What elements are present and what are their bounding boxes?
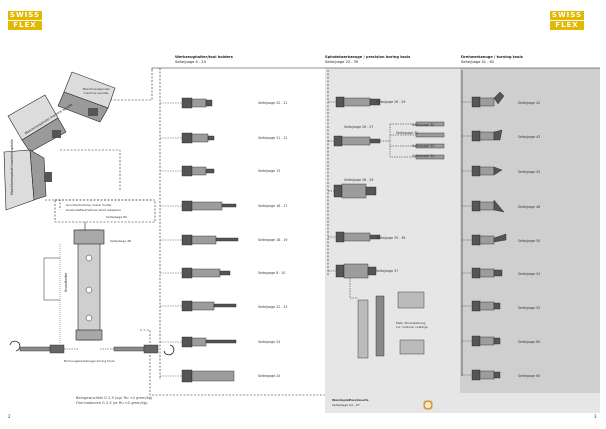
connector-lines bbox=[45, 67, 600, 396]
turning-ref-5: Seite/page 50 bbox=[518, 239, 541, 243]
logo-line-1: SWISS bbox=[550, 11, 584, 20]
balance-note-1: Beingewuchtet G 2,5 (vgl. Ru <2 gmm/kg) bbox=[76, 396, 153, 400]
spindle-row-4 bbox=[335, 231, 381, 243]
adapter-label: Kurzschaftaufnahme/ short adapters bbox=[66, 208, 121, 212]
turning-row-6 bbox=[462, 267, 503, 279]
ref-a-label: Seite/page 60 bbox=[106, 215, 127, 219]
spindle-row-1 bbox=[335, 96, 381, 108]
header-turning-ref: Seite/page 41 - 62 bbox=[461, 60, 495, 64]
brand-logo-left: SWISS FLEX bbox=[8, 11, 42, 30]
inserts-ref: Seite/page 64 - 67 bbox=[332, 403, 360, 407]
spindle-ref-5: Seite/page 33 bbox=[412, 144, 435, 148]
holder-ref-7: Seite/page 22 - 23 bbox=[258, 305, 288, 309]
turning-ref-7: Seite/page 55 bbox=[518, 306, 541, 310]
turning-ref-4: Seite/page 46 bbox=[518, 205, 541, 209]
holder-row-4 bbox=[160, 200, 237, 212]
turning-ref-8: Seite/page 60 bbox=[518, 340, 541, 344]
holder-ref-5: Seite/page 18 - 19 bbox=[258, 238, 288, 242]
holder-row-3 bbox=[160, 165, 215, 177]
insert-ring-icon bbox=[423, 400, 433, 410]
turning-row-9 bbox=[462, 369, 501, 381]
spindle-row-2 bbox=[333, 135, 381, 147]
holder-ref-6: Seite/page 8 - 10 bbox=[258, 271, 286, 275]
balance-note-2: Fine balanced G 2,5 (or Ru <2 gmm/kg) bbox=[76, 401, 148, 405]
machine-label-top: Maschinenspindel machine spindle bbox=[82, 87, 110, 95]
insert-strip bbox=[325, 393, 600, 413]
spindle-row-5 bbox=[335, 263, 377, 279]
spindle-ref-4: Seite/page 30 bbox=[412, 123, 435, 127]
shank-label: Grundhalter bbox=[64, 272, 68, 292]
header-turning-title: Drehwerkzeuge / turning tools bbox=[461, 55, 523, 59]
holder-row-8 bbox=[160, 336, 237, 348]
spindle-ref-1: Seite/page 26 - 29 bbox=[376, 100, 406, 104]
page-number-right: 3 bbox=[594, 414, 597, 419]
basic-holder-label: Grundaufnahme / basic holder bbox=[66, 203, 112, 207]
turning-row-8 bbox=[462, 335, 501, 347]
spindle-ref-9: Seite/page 37 bbox=[376, 269, 399, 273]
turning-row-1 bbox=[462, 91, 505, 108]
spindle-ref-2: Seite/page 26 - 27 bbox=[344, 125, 374, 129]
ref-b-label: Seite/page 48 bbox=[110, 239, 131, 243]
holder-ref-1: Seite/page 20 - 21 bbox=[258, 101, 288, 105]
page-number-left: 2 bbox=[8, 414, 11, 419]
holder-ref-3: Seite/page 13 bbox=[258, 169, 281, 173]
inserts-title: Wendeplatten/inserts bbox=[332, 398, 369, 402]
holder-row-7 bbox=[160, 300, 237, 312]
spindle-tools bbox=[333, 96, 445, 359]
turning-row-3 bbox=[462, 165, 503, 177]
holder-ref-9: Seite/page 24 bbox=[258, 374, 281, 378]
spindle-row-3 bbox=[333, 183, 377, 199]
holder-row-6 bbox=[160, 267, 231, 279]
holder-row-5 bbox=[160, 234, 239, 246]
turning-tools bbox=[462, 91, 507, 381]
header-spindles-ref: Seite/page 25 - 39 bbox=[325, 60, 359, 64]
insert-ring-frame bbox=[423, 400, 433, 410]
logo-line-1: SWISS bbox=[8, 11, 42, 20]
turning-row-7 bbox=[462, 300, 501, 312]
central-shank-body bbox=[43, 229, 105, 344]
spindle-ref-8: Seite/page 35 - 36 bbox=[376, 236, 406, 240]
holder-ref-2: Seite/page 11 - 12 bbox=[258, 136, 288, 140]
holder-ref-8: Seite/page 24 bbox=[258, 340, 281, 344]
logo-line-2: FLEX bbox=[550, 20, 584, 30]
machine-spindle-mid bbox=[7, 94, 67, 153]
holder-row-9 bbox=[160, 369, 235, 383]
machine-spindle-left bbox=[3, 149, 52, 211]
header-turning: Drehwerkzeuge / turning tools Seite/page… bbox=[461, 55, 523, 65]
side-boring-tools bbox=[9, 340, 175, 356]
turning-ref-9: Seite/page 60 bbox=[518, 374, 541, 378]
spindle-ref-6: Seite/page 34 bbox=[412, 154, 435, 158]
turning-row-4 bbox=[462, 199, 505, 213]
logo-line-2: FLEX bbox=[8, 20, 42, 30]
header-tool-holders: Werkzeughalter/tool holders Seite/page 4… bbox=[175, 55, 233, 65]
holder-row-2 bbox=[160, 132, 215, 144]
brand-logo-right: SWISS FLEX bbox=[550, 11, 584, 30]
machine-spindle-top bbox=[57, 71, 116, 123]
turning-ref-3: Seite/page 45 bbox=[518, 170, 541, 174]
header-tool-holders-ref: Seite/page 4 - 24 bbox=[175, 60, 206, 64]
header-spindles: Spindelwerkzeuge / precision boring tool… bbox=[325, 55, 410, 65]
spindle-boring-assembly bbox=[357, 291, 425, 359]
turning-ref-1: Seite/page 42 bbox=[518, 101, 541, 105]
modular-sub: zur modular coatings bbox=[396, 325, 428, 329]
spindle-links bbox=[328, 101, 416, 299]
turning-row-2 bbox=[462, 129, 503, 142]
header-spindles-title: Spindelwerkzeuge / precision boring tool… bbox=[325, 55, 411, 59]
turning-row-5 bbox=[462, 233, 507, 246]
modular-title: Mehr Modulsetzung bbox=[396, 321, 426, 325]
turning-ref-6: Seite/page 54 bbox=[518, 272, 541, 276]
machine-label-left: Maschinenspindel machine spindle bbox=[10, 139, 14, 195]
turning-ref-2: Seite/page 43 bbox=[518, 135, 541, 139]
header-tool-holders-title: Werkzeughalter/tool holders bbox=[175, 55, 233, 59]
holder-ref-4: Seite/page 16 - 17 bbox=[258, 204, 288, 208]
spindle-ref-3: Seite/page 32 bbox=[396, 131, 419, 135]
spindle-ref-7: Seite/page 28 - 29 bbox=[344, 178, 374, 182]
holder-row-1 bbox=[160, 97, 213, 109]
boring-tools-label: Bohrungswerkzeuge/ boring tools bbox=[64, 359, 115, 363]
holder-tools bbox=[160, 97, 239, 383]
